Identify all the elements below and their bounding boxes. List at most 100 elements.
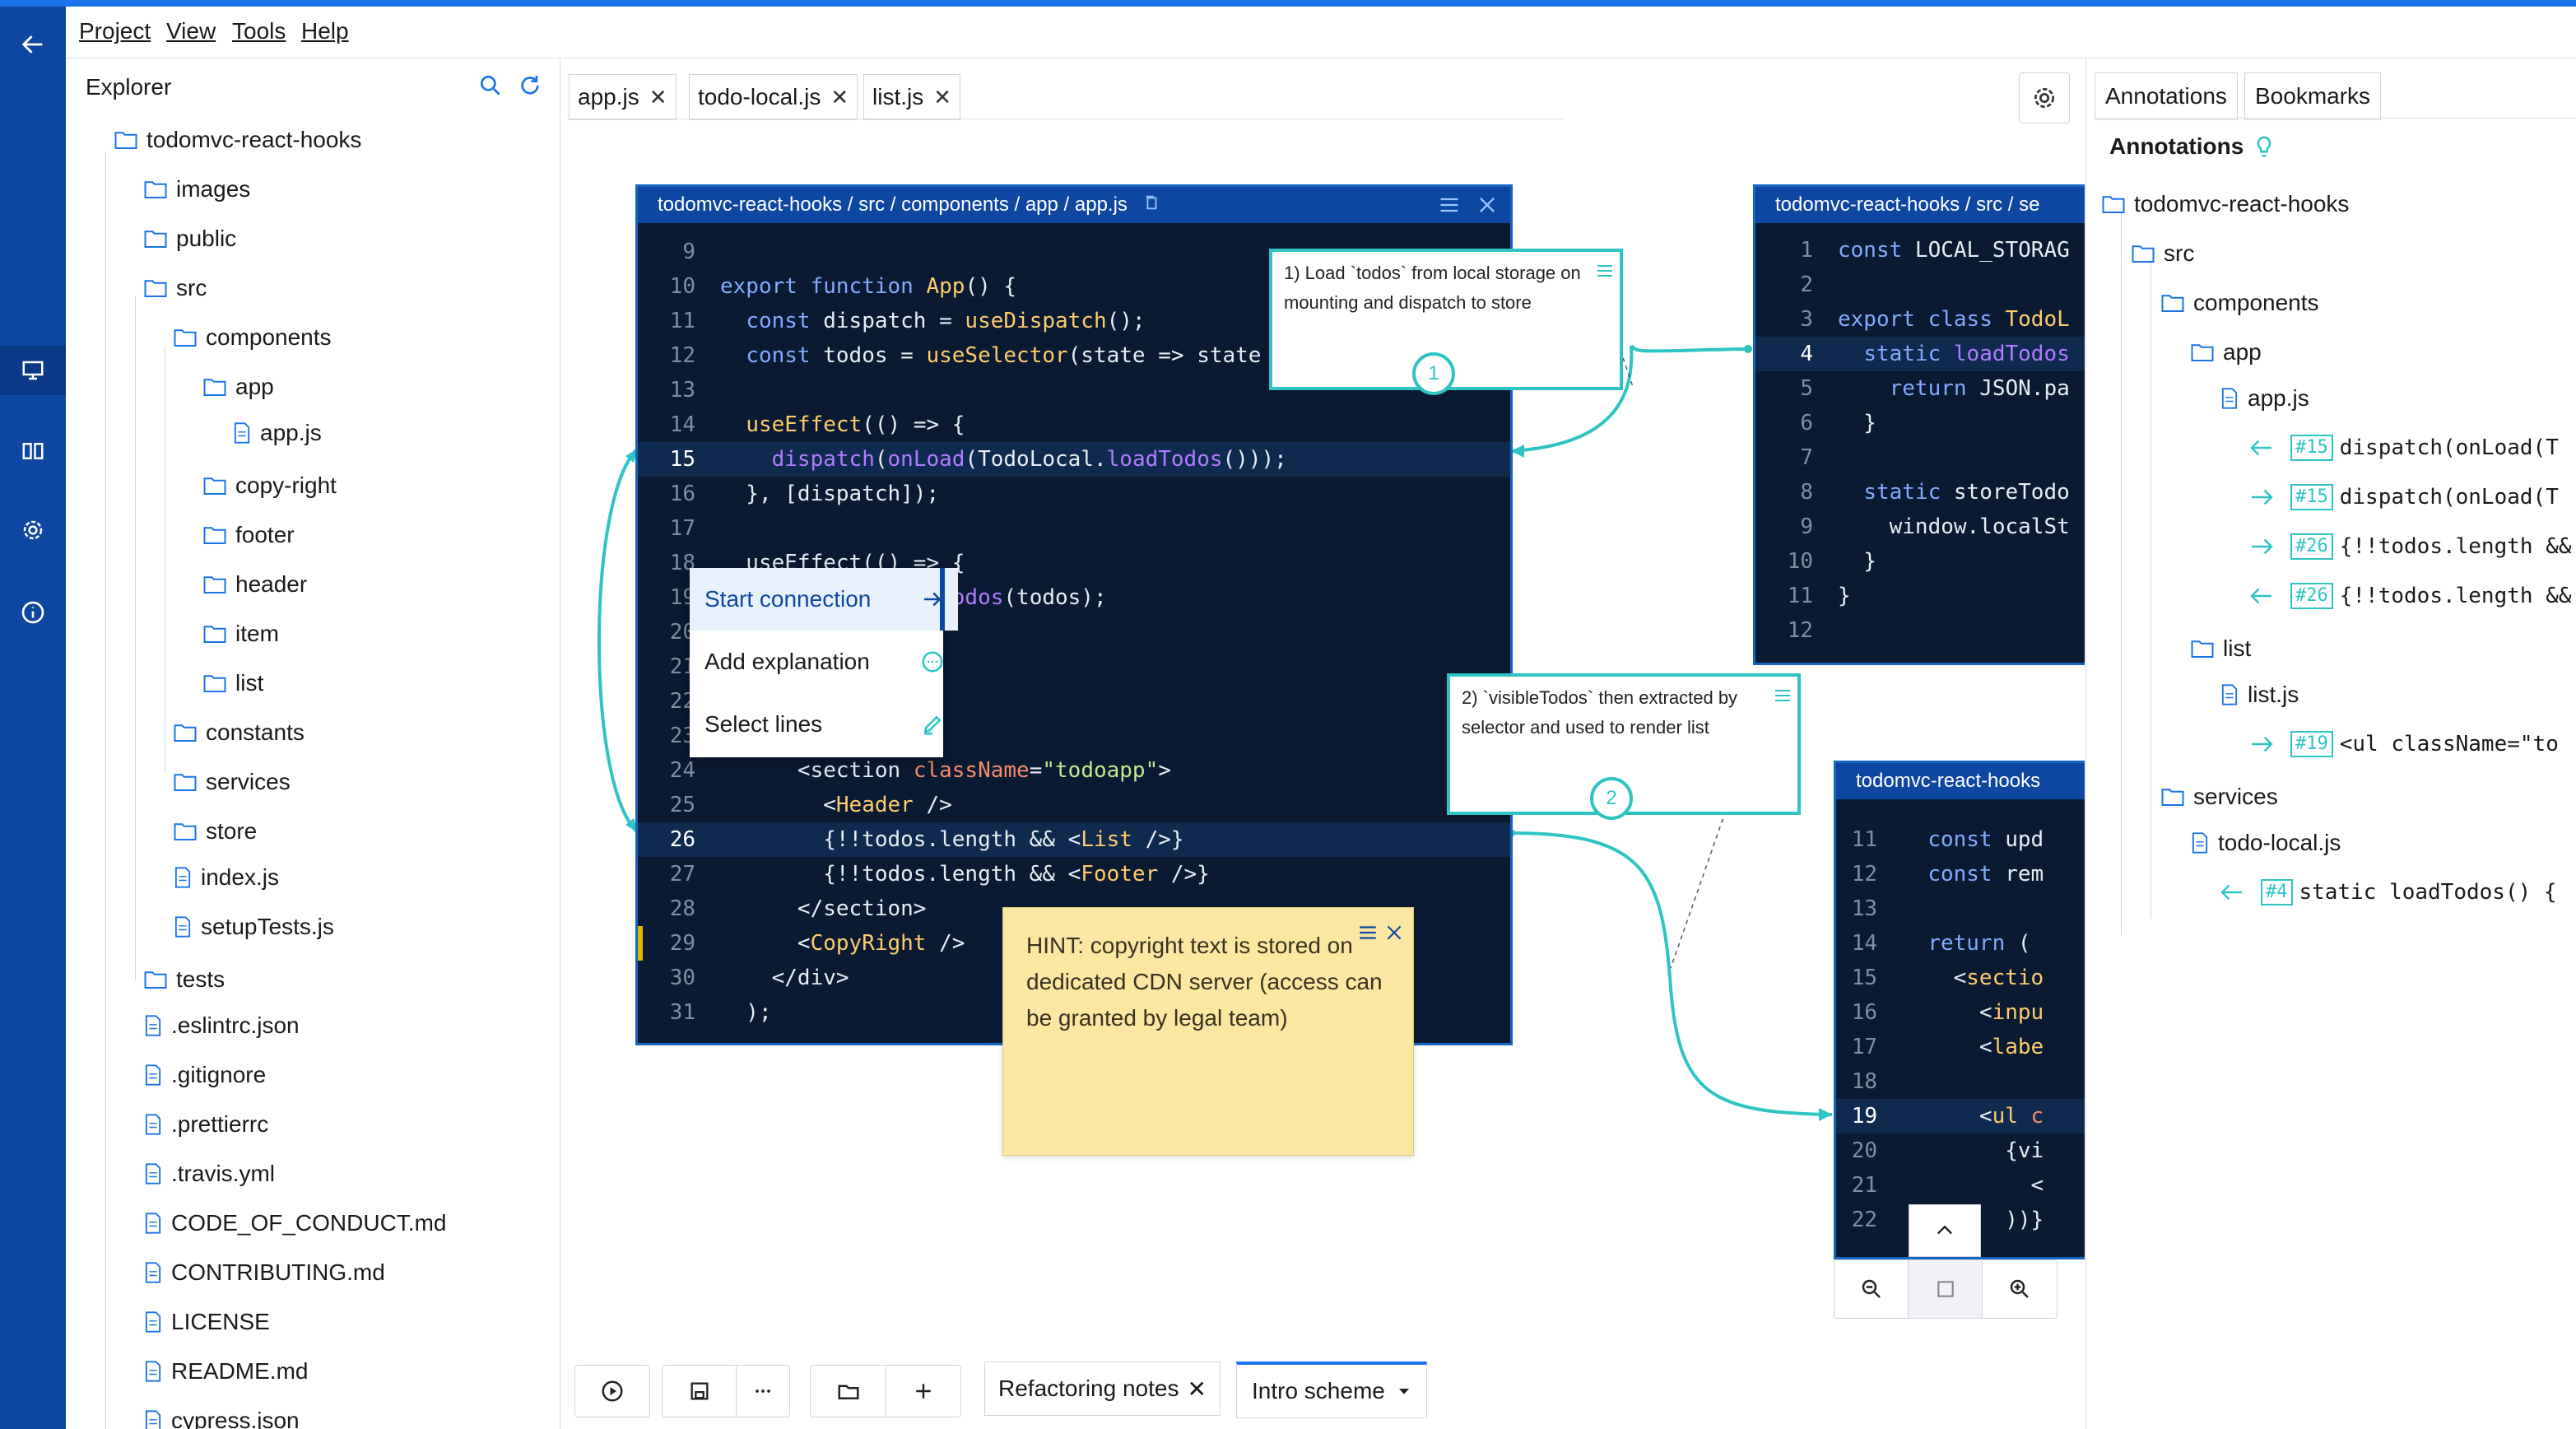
zoom-in-button[interactable]	[1982, 1259, 2058, 1319]
menu-view[interactable]: View	[166, 18, 216, 44]
tree-file[interactable]: list.js	[2220, 682, 2299, 708]
start-connection-item[interactable]: Start connection	[690, 568, 958, 631]
note-menu-icon[interactable]	[1595, 260, 1615, 290]
code-line[interactable]: 9 window.localSt	[1755, 510, 2085, 544]
code-line[interactable]: 25 <Header />	[638, 788, 1510, 822]
tree-folder[interactable]: services	[2160, 784, 2278, 810]
code-line[interactable]: 19 <ul c	[1836, 1099, 2085, 1133]
tree-file[interactable]: LICENSE	[143, 1309, 270, 1335]
code-line[interactable]: 17 <labe	[1836, 1030, 2085, 1064]
note-menu-icon[interactable]	[1357, 918, 1379, 954]
annotation-entry[interactable]: #26{!!todos.length &&	[2249, 533, 2572, 560]
code-line[interactable]: 20 {vi	[1836, 1133, 2085, 1168]
book-icon[interactable]	[0, 426, 66, 476]
code-line[interactable]: 9	[638, 235, 1510, 269]
close-icon[interactable]	[1476, 193, 1499, 222]
tree-file[interactable]: app.js	[232, 420, 322, 446]
back-arrow-icon[interactable]	[0, 13, 66, 76]
hint-sticky-note[interactable]: HINT: copyright text is stored on dedica…	[1002, 907, 1414, 1156]
tree-folder[interactable]: components	[2160, 290, 2319, 316]
tab-list-js[interactable]: list.js✕	[863, 74, 961, 120]
close-icon[interactable]: ✕	[830, 84, 849, 109]
code-line[interactable]: 22 ))}	[1836, 1203, 2085, 1237]
more-options-button[interactable]	[736, 1365, 790, 1417]
close-icon[interactable]: ✕	[649, 84, 667, 109]
lightbulb-icon[interactable]	[2252, 134, 2276, 159]
fit-view-button[interactable]	[1908, 1259, 1983, 1319]
scheme-tab-refactoring[interactable]: Refactoring notes ✕	[984, 1362, 1221, 1416]
tab-annotations[interactable]: Annotations	[2095, 72, 2238, 120]
caret-down-icon[interactable]	[1397, 1384, 1411, 1399]
tree-folder[interactable]: todomvc-react-hooks	[2101, 191, 2349, 217]
tree-folder[interactable]: footer	[202, 522, 295, 548]
code-line[interactable]: 14 useEffect(() => {	[638, 407, 1510, 442]
code-line[interactable]: 27 {!!todos.length && <Footer />}	[638, 857, 1510, 891]
code-line[interactable]: 13	[638, 373, 1510, 407]
code-line[interactable]: 12	[1755, 613, 2085, 648]
gear-icon[interactable]	[0, 505, 66, 555]
tree-folder[interactable]: src	[143, 275, 207, 301]
code-line[interactable]: 18	[1836, 1064, 2085, 1099]
tree-folder[interactable]: header	[202, 571, 307, 598]
menu-lines-icon[interactable]	[1438, 193, 1461, 222]
tree-folder[interactable]: src	[2131, 240, 2194, 267]
annotation-badge-2[interactable]: 2	[1590, 777, 1633, 820]
tree-file[interactable]: CONTRIBUTING.md	[143, 1259, 385, 1286]
tree-folder[interactable]: list	[202, 670, 263, 696]
annotation-note-2[interactable]: 2) `visibleTodos` then extracted by sele…	[1447, 673, 1801, 815]
monitor-icon[interactable]	[0, 346, 66, 395]
menu-help[interactable]: Help	[301, 18, 349, 44]
tab-bookmarks[interactable]: Bookmarks	[2244, 72, 2382, 120]
tree-file[interactable]: app.js	[2220, 385, 2309, 412]
menu-project[interactable]: Project	[79, 18, 151, 44]
code-line[interactable]: 14 return (	[1836, 926, 2085, 961]
play-button[interactable]	[574, 1365, 650, 1417]
refresh-icon[interactable]	[517, 72, 543, 103]
code-line[interactable]: 29 <CopyRight />	[638, 926, 1510, 961]
code-line[interactable]: 7	[1755, 440, 2085, 475]
code-line[interactable]: 12 const rem	[1836, 857, 2085, 891]
tree-folder[interactable]: public	[143, 226, 236, 252]
code-line[interactable]: 21 <	[1836, 1168, 2085, 1203]
code-line[interactable]: 12 const todos = useSelector(state => st…	[638, 338, 1510, 373]
tree-file[interactable]: .travis.yml	[143, 1161, 275, 1187]
tree-folder[interactable]: images	[143, 176, 250, 202]
code-window-header[interactable]: todomvc-react-hooks / src / components /…	[638, 187, 1510, 223]
tree-file[interactable]: .gitignore	[143, 1062, 266, 1088]
code-line[interactable]: 6 }	[1755, 406, 2085, 440]
tree-file[interactable]: .prettierrc	[143, 1111, 268, 1138]
open-folder-button[interactable]	[810, 1365, 887, 1417]
code-line[interactable]: 31 );	[638, 995, 1510, 1030]
code-line[interactable]: 26 {!!todos.length && <List />}	[638, 822, 1510, 857]
tree-file[interactable]: .eslintrc.json	[143, 1012, 300, 1039]
code-line[interactable]: 24 <section className="todoapp">	[638, 753, 1510, 788]
close-icon[interactable]: ✕	[1187, 1375, 1207, 1402]
tree-folder[interactable]: constants	[173, 719, 305, 746]
close-icon[interactable]	[1383, 918, 1405, 954]
code-line[interactable]: 16 }, [dispatch]);	[638, 477, 1510, 511]
add-button[interactable]	[886, 1365, 961, 1417]
tab-app-js[interactable]: app.js✕	[569, 74, 677, 120]
tree-file[interactable]: todo-local.js	[2190, 830, 2341, 856]
tree-folder[interactable]: services	[173, 769, 291, 795]
code-line[interactable]: 15 <sectio	[1836, 961, 2085, 995]
settings-button[interactable]	[2019, 72, 2070, 123]
annotation-entry[interactable]: #26{!!todos.length &&	[2249, 583, 2572, 609]
scroll-up-button[interactable]	[1909, 1204, 1981, 1257]
tree-folder[interactable]: components	[173, 324, 332, 351]
menu-tools[interactable]: Tools	[232, 18, 286, 44]
tree-file[interactable]: CODE_OF_CONDUCT.md	[143, 1210, 446, 1236]
close-icon[interactable]: ✕	[933, 84, 952, 109]
code-window-header[interactable]: todomvc-react-hooks / src / se	[1755, 187, 2085, 223]
code-line[interactable]: 28 </section>	[638, 891, 1510, 926]
annotation-entry[interactable]: #19<ul className="to	[2249, 731, 2559, 757]
code-line[interactable]: 11 const dispatch = useDispatch();	[638, 304, 1510, 338]
tree-file[interactable]: setupTests.js	[173, 914, 334, 940]
